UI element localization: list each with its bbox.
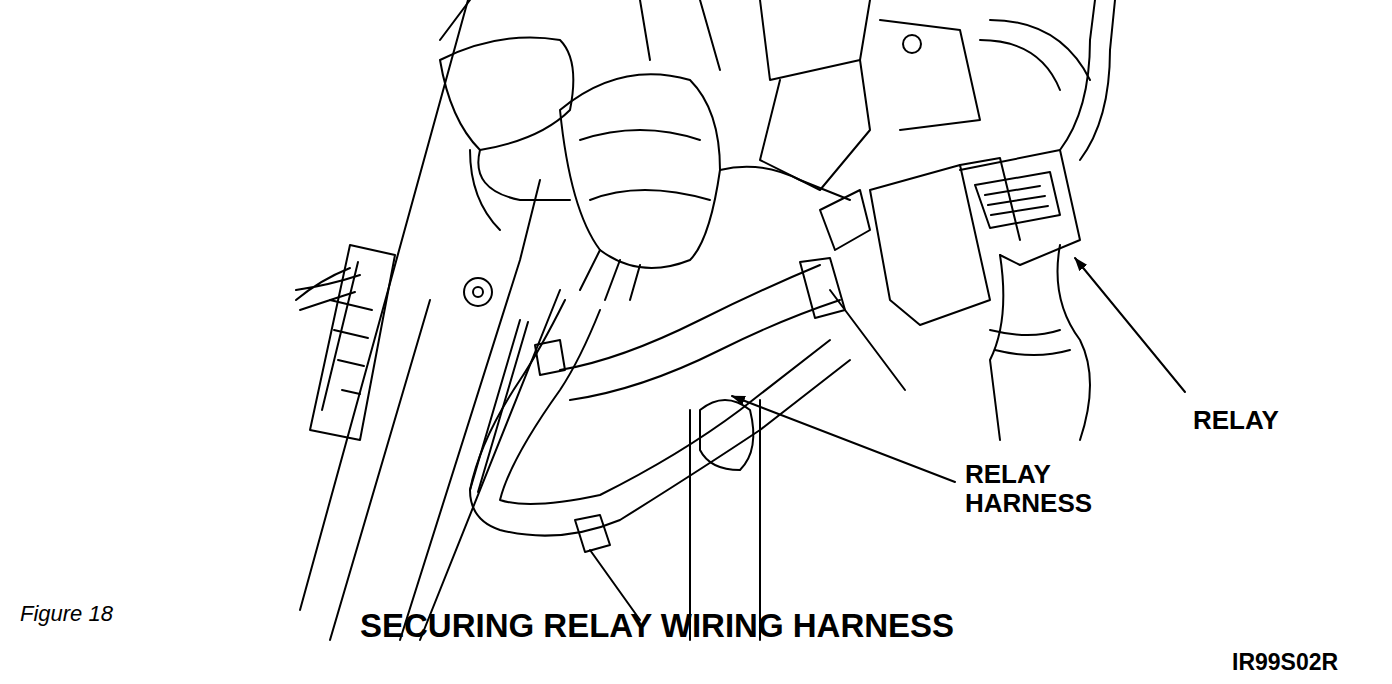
drawing-code: IR99S02R xyxy=(1232,650,1338,676)
part-label: RELAY xyxy=(1193,406,1279,435)
figure-number: Figure 18 xyxy=(20,602,113,627)
figure-caption: SECURING RELAY WIRING HARNESS xyxy=(360,608,954,645)
part-label: RELAY HARNESS xyxy=(965,460,1130,518)
